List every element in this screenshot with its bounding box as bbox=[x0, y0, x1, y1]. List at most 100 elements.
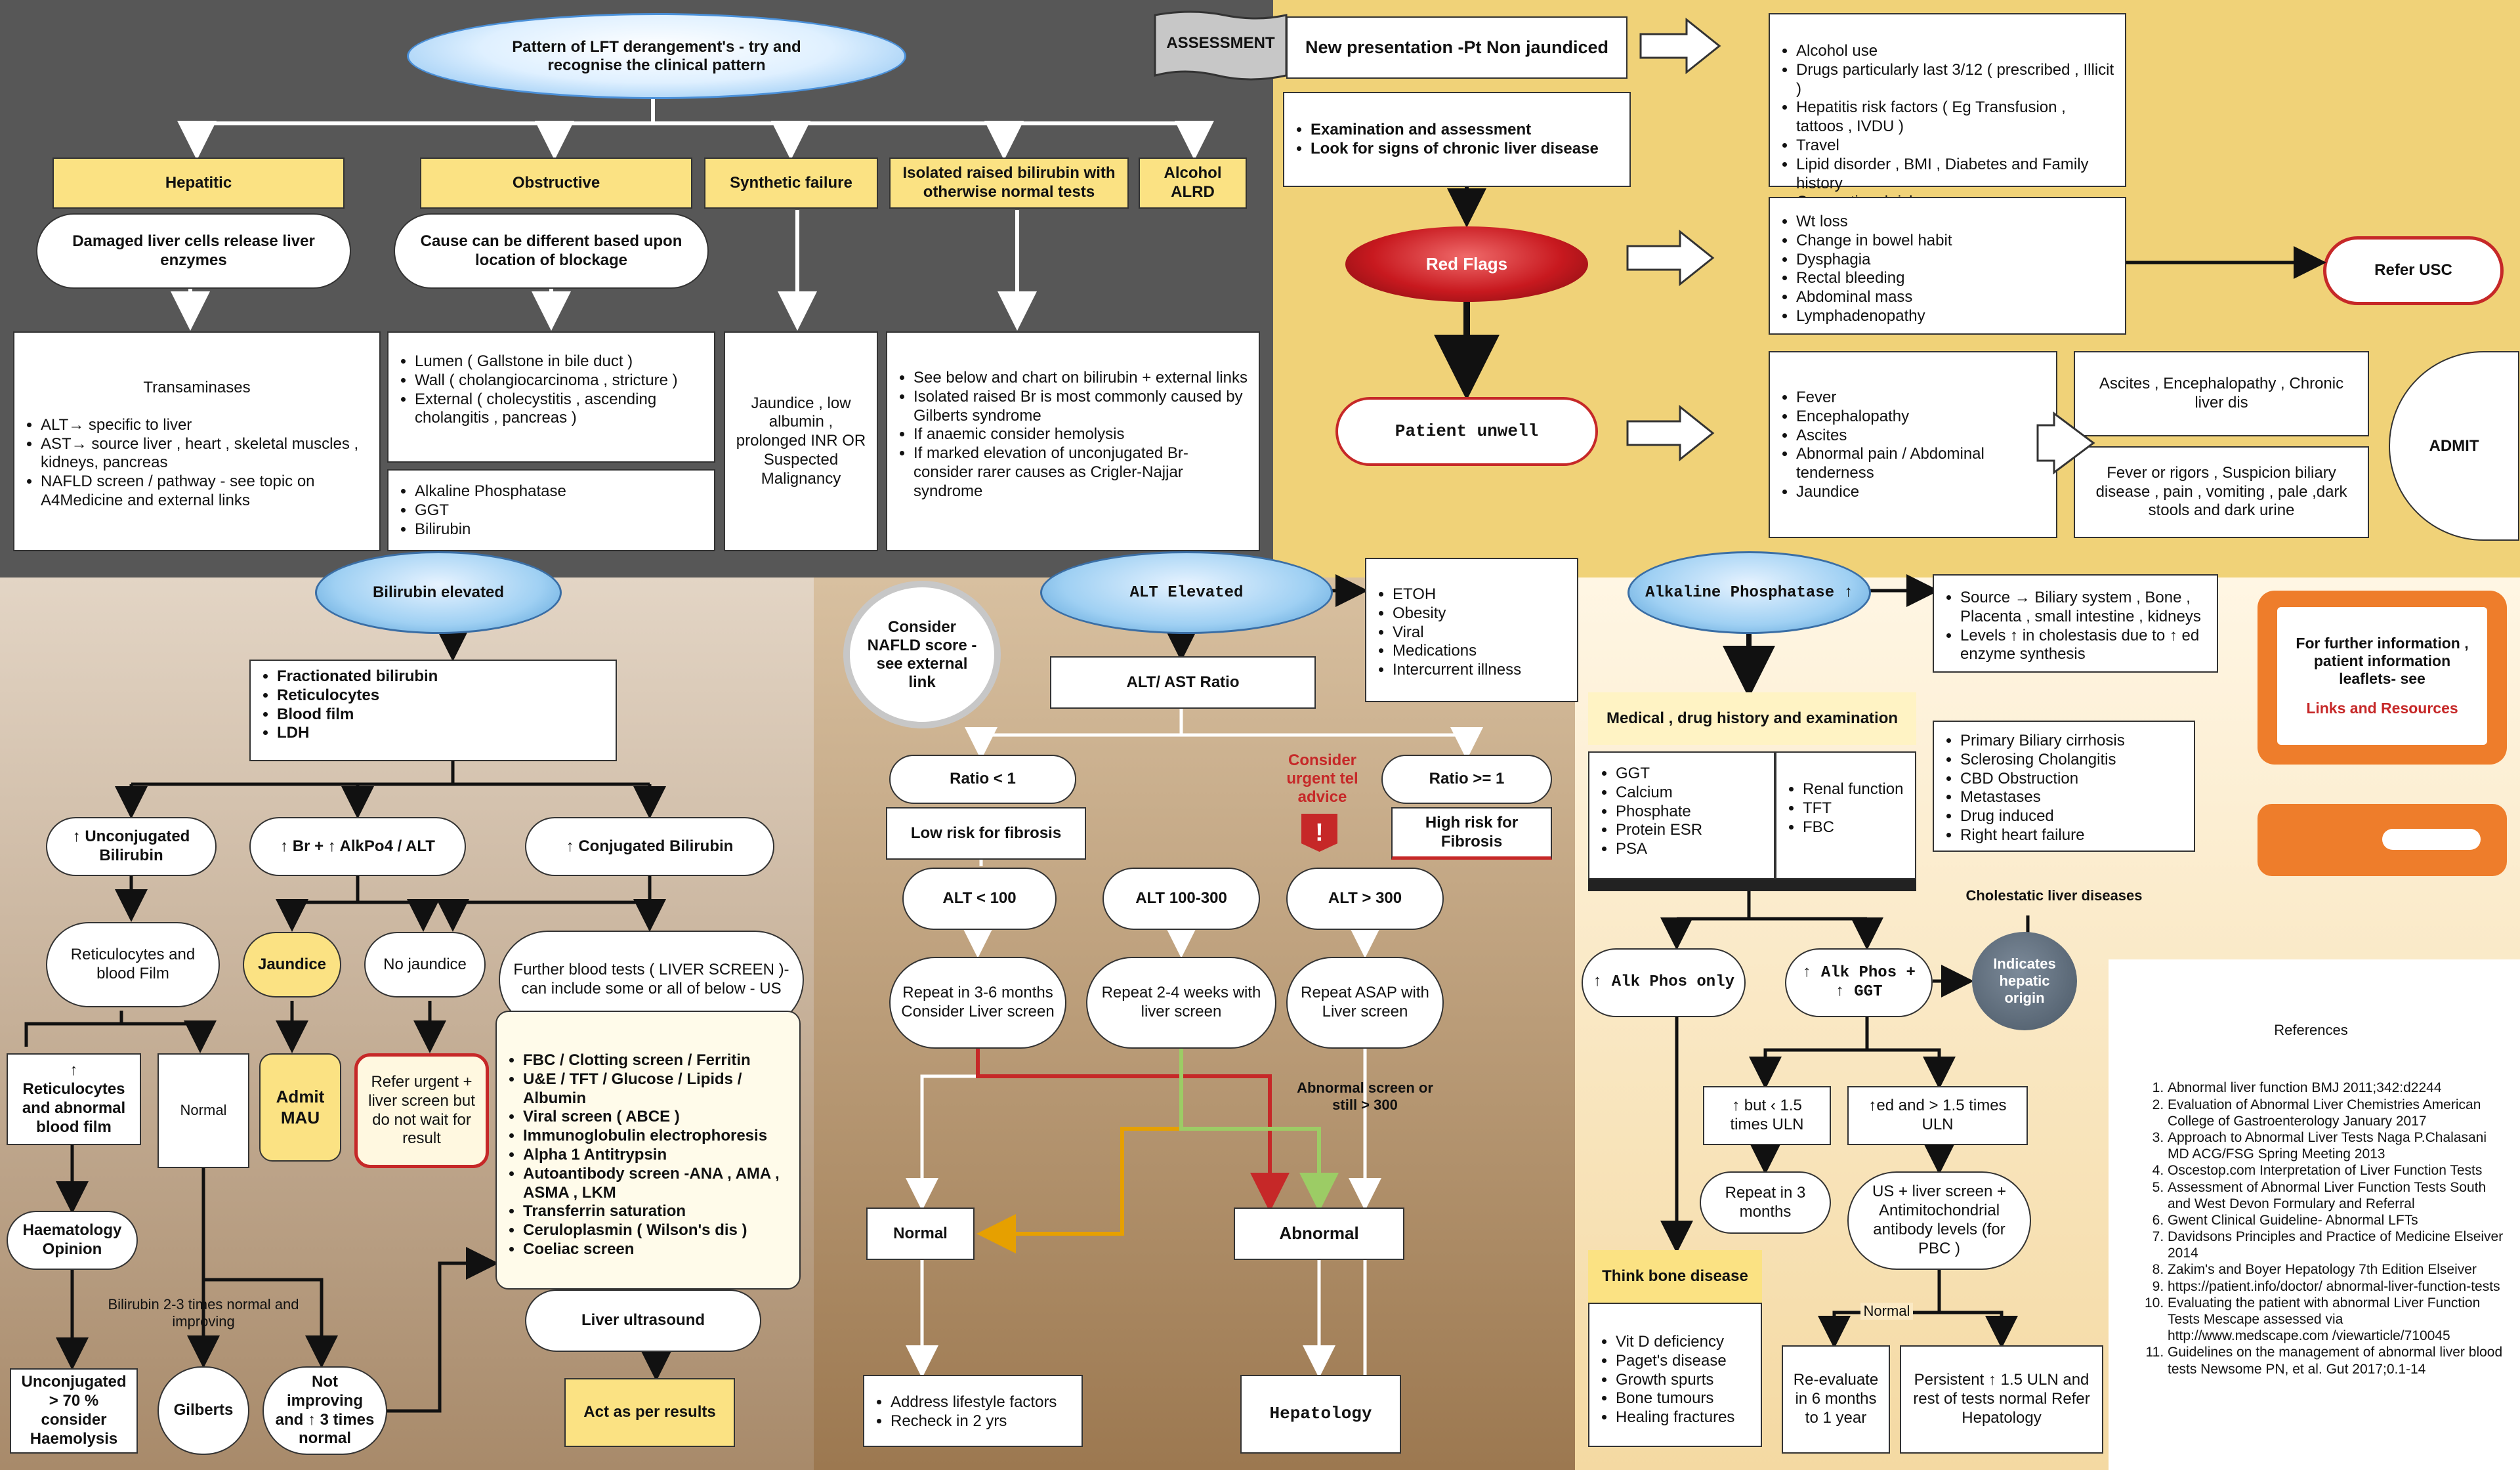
red-flag-item: Lymphadenopathy bbox=[1796, 307, 2116, 326]
alk-phos-ggt: ↑ Alk Phos + ↑ GGT bbox=[1785, 948, 1933, 1017]
references-list: Abnormal liver function BMJ 2011;342:d22… bbox=[2115, 1080, 2507, 1377]
unwell-item: Fever bbox=[1796, 388, 2047, 408]
gilberts: Gilberts bbox=[158, 1366, 249, 1455]
act-as-per-results: Act as per results bbox=[564, 1378, 735, 1447]
reference-item: Assessment of Abnormal Liver Function Te… bbox=[2168, 1179, 2507, 1212]
enzyme-item: Alkaline Phosphatase bbox=[415, 482, 705, 501]
hepatology: Hepatology bbox=[1240, 1375, 1401, 1454]
hepatic-origin-text: Indicates hepatic origin bbox=[1993, 956, 2056, 1006]
bilirubin-title: Bilirubin elevated bbox=[315, 551, 562, 634]
arrow-right-icon bbox=[1639, 17, 1721, 75]
abnormal-screen-note: Abnormal screen or still > 300 bbox=[1297, 1080, 1433, 1113]
hepatitic-detail: Transaminases ALT→ specific to liver AST… bbox=[13, 331, 381, 551]
alp-test-item: FBC bbox=[1803, 818, 1906, 837]
arrow-right-icon bbox=[1626, 404, 1715, 462]
lifestyle-item: Address lifestyle factors bbox=[891, 1393, 1072, 1412]
reference-item[interactable]: Evaluating the patient with abnormal Liv… bbox=[2168, 1295, 2507, 1345]
transaminases-title: Transaminases bbox=[143, 379, 251, 396]
bone-item: Vit D deficiency bbox=[1616, 1333, 1752, 1352]
hepatitic-item: ALT→ specific to liver bbox=[41, 416, 370, 435]
isolated-item: If anaemic consider hemolysis bbox=[914, 425, 1250, 444]
reticulocytes-blood-film: Reticulocytes and blood Film bbox=[46, 922, 220, 1007]
alp-normal-label: Normal bbox=[1860, 1303, 1913, 1320]
reference-item: Zakim's and Boyer Hepatology 7th Edition… bbox=[2168, 1261, 2507, 1278]
liver-ultrasound: Liver ultrasound bbox=[525, 1290, 761, 1352]
alt-100-300: ALT 100-300 bbox=[1102, 868, 1260, 930]
bone-item: Growth spurts bbox=[1616, 1371, 1752, 1390]
conjugated-bilirubin: ↑ Conjugated Bilirubin bbox=[525, 817, 774, 876]
isolated-item: See below and chart on bilirubin + exter… bbox=[914, 369, 1250, 388]
screen-item: Transferrin saturation bbox=[523, 1202, 790, 1221]
nafld-circle: Consider NAFLD score - see external link bbox=[843, 581, 1001, 728]
new-presentation: New presentation -Pt Non jaundiced bbox=[1286, 16, 1628, 79]
lifestyle-item: Recheck in 2 yrs bbox=[891, 1412, 1072, 1431]
arrow-right-icon bbox=[2036, 411, 2095, 474]
reference-item: Gwent Clinical Guideline- Abnormal LFTs bbox=[2168, 1212, 2507, 1228]
cholestatic-item: Sclerosing Cholangitis bbox=[1960, 751, 2185, 770]
isolated-bilirubin-label: Isolated raised bilirubin with otherwise… bbox=[889, 158, 1129, 209]
obstructive-item: External ( cholecystitis , ascending cho… bbox=[415, 390, 705, 429]
patterns-title-text: Pattern of LFT derangement's - try and r… bbox=[512, 37, 801, 74]
screen-item: Viral screen ( ABCE ) bbox=[523, 1108, 790, 1127]
bone-item: Paget's disease bbox=[1616, 1352, 1752, 1371]
reference-item: Oscestop.com Interpretation of Liver Fun… bbox=[2168, 1162, 2507, 1179]
admit-mau: Admit MAU bbox=[259, 1053, 341, 1162]
reference-item[interactable]: https://patient.info/doctor/ abnormal-li… bbox=[2168, 1278, 2507, 1295]
high-risk-fibrosis: High risk for Fibrosis bbox=[1391, 807, 1552, 860]
alp-source-item: Levels ↑ in cholestasis due to ↑ ed enzy… bbox=[1960, 627, 2208, 665]
screen-item: Ceruloplasmin ( Wilson's dis ) bbox=[523, 1221, 790, 1240]
cholestatic-item: Right heart failure bbox=[1960, 826, 2185, 845]
alp-title: Alkaline Phosphatase ↑ bbox=[1628, 551, 1871, 634]
alp-tests-bar bbox=[1588, 879, 1916, 891]
repeat-3-6-months: Repeat in 3-6 months Consider Liver scre… bbox=[889, 957, 1066, 1049]
synthetic-failure-label: Synthetic failure bbox=[704, 158, 878, 209]
bilirubin-tests: Fractionated bilirubin Reticulocytes Blo… bbox=[249, 660, 617, 761]
enzyme-item: GGT bbox=[415, 501, 705, 520]
arrow-right-icon bbox=[1626, 229, 1715, 287]
hepatitic-item: NAFLD screen / pathway - see topic on A4… bbox=[41, 472, 370, 511]
not-improving: Not improving and ↑ 3 times normal bbox=[262, 1366, 387, 1455]
alt-title-text: ALT Elevated bbox=[1129, 583, 1244, 602]
red-flag-item: Wt loss bbox=[1796, 213, 2116, 232]
normal-retic: Normal bbox=[158, 1053, 249, 1168]
admit-reason-1: Ascites , Encephalopathy , Chronic liver… bbox=[2074, 351, 2369, 436]
exam-item: Look for signs of chronic liver disease bbox=[1311, 140, 1620, 159]
history-item: Alcohol use bbox=[1796, 42, 2116, 61]
alp-source: Source → Biliary system , Bone , Placent… bbox=[1933, 574, 2218, 673]
hepatitic-label: Hepatitic bbox=[52, 158, 345, 209]
warning-icon: ! bbox=[1301, 814, 1337, 852]
screen-item: Immunoglobulin electrophoresis bbox=[523, 1127, 790, 1146]
alp-gt-1-5: ↑ed and > 1.5 times ULN bbox=[1847, 1086, 2028, 1145]
red-flag-item: Abdominal mass bbox=[1796, 288, 2116, 307]
alt-cause-item: Medications bbox=[1393, 642, 1568, 661]
cholestatic-item: Drug induced bbox=[1960, 807, 2185, 826]
bilirubin-test-item: Fractionated bilirubin bbox=[277, 667, 606, 686]
alp-test-item: PSA bbox=[1616, 840, 1765, 859]
lifestyle-box: Address lifestyle factors Recheck in 2 y… bbox=[863, 1375, 1083, 1447]
bilirubin-2-3-note: Bilirubin 2-3 times normal and improving bbox=[108, 1296, 299, 1330]
reference-item: Abnormal liver function BMJ 2011;342:d22… bbox=[2168, 1080, 2507, 1096]
bilirubin-test-item: Blood film bbox=[277, 705, 606, 724]
history-item: Drugs particularly last 3/12 ( prescribe… bbox=[1796, 61, 2116, 99]
monitor-slot bbox=[2382, 829, 2481, 850]
alp-test-item: Calcium bbox=[1616, 784, 1765, 803]
br-alkpo4-alt: ↑ Br + ↑ AlkPo4 / ALT bbox=[249, 817, 466, 876]
exam-box: Examination and assessment Look for sign… bbox=[1283, 92, 1631, 187]
hepatitic-cause: Damaged liver cells release liver enzyme… bbox=[36, 213, 351, 289]
obstructive-detail: Lumen ( Gallstone in bile duct ) Wall ( … bbox=[387, 331, 715, 463]
screen-item: Coeliac screen bbox=[523, 1240, 790, 1259]
alt-gt-300: ALT > 300 bbox=[1286, 868, 1444, 930]
refer-urgent: Refer urgent + liver screen but do not w… bbox=[354, 1053, 489, 1168]
us-liver-screen: US + liver screen + Antimitochondrial an… bbox=[1847, 1171, 2031, 1270]
red-flag-item: Dysphagia bbox=[1796, 251, 2116, 270]
alp-test-item: Renal function bbox=[1803, 780, 1906, 799]
links-resources-link[interactable]: Links and Resources bbox=[2306, 700, 2458, 717]
history-item: Lipid disorder , BMI , Diabetes and Fami… bbox=[1796, 156, 2116, 194]
reference-item: Evaluation of Abnormal Liver Chemistries… bbox=[2168, 1097, 2507, 1129]
nafld-text: Consider NAFLD score - see external link bbox=[867, 618, 977, 691]
bone-item: Bone tumours bbox=[1616, 1389, 1752, 1408]
unwell-item: Abnormal pain / Abdominal tenderness bbox=[1796, 445, 2047, 483]
hepatitic-item: AST→ source liver , heart , skeletal mus… bbox=[41, 435, 370, 473]
further-info-monitor: For further information , patient inform… bbox=[2258, 591, 2507, 765]
isolated-detail: See below and chart on bilirubin + exter… bbox=[886, 331, 1260, 551]
